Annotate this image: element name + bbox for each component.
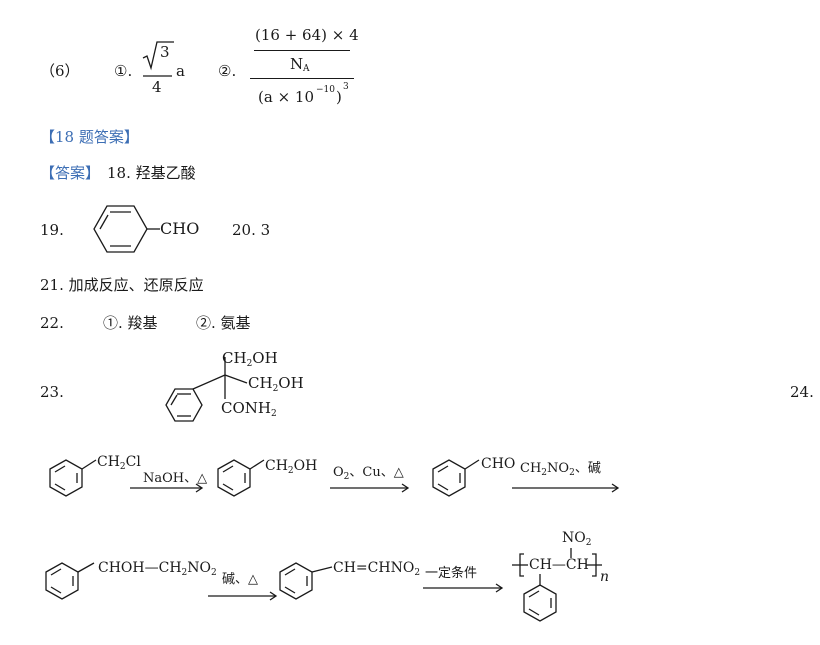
route2-chohch2no2: CHOH—CH2NO2 <box>98 560 217 578</box>
polymer-n: n <box>600 569 610 585</box>
q22-num: 22. <box>40 314 64 332</box>
route1-ch2cl: CH2Cl <box>97 454 141 472</box>
q19-cho: CHO <box>160 219 200 238</box>
exponent-neg10: −10 <box>316 85 335 95</box>
q18-answer: 18. 羟基乙酸 <box>107 164 196 182</box>
fraction-bar-top <box>254 50 350 51</box>
q23-ch2oh-right: CH2OH <box>248 374 304 394</box>
fraction-denominator-4: 4 <box>152 78 162 96</box>
q18-header: 【18 题答案】 <box>40 128 139 146</box>
route1-reagent3: CH2NO2、碱 <box>520 461 601 478</box>
q19-label: 19. <box>40 221 64 239</box>
q23-conh2: CONH2 <box>221 399 277 419</box>
avogadro-sub-A: A <box>303 64 310 74</box>
route2-chchno2: CH=CHNO2 <box>333 560 421 578</box>
answer-tag: 【答案】 <box>40 164 101 182</box>
benzaldehyde-structure <box>93 205 160 253</box>
route1-structures <box>49 459 620 497</box>
q22-answer1: ①. 羧基 <box>103 314 158 332</box>
sqrt-fraction <box>142 41 174 77</box>
q23-ch2oh-top: CH2OH <box>222 349 278 369</box>
denominator-close: ) <box>336 88 342 106</box>
denominator-base: (a × 10 <box>258 88 314 106</box>
q24-num: 24. <box>790 383 814 401</box>
q21-answer: 21. 加成反应、还原反应 <box>40 276 204 294</box>
exponent-3: 3 <box>343 82 349 92</box>
q23-structure-bonds <box>165 357 248 422</box>
route2-reagent5: 一定条件 <box>425 566 478 581</box>
q23-num: 23. <box>40 383 64 401</box>
polymer-chain: CH—CH <box>529 557 589 573</box>
q6-label: （6） <box>40 62 80 80</box>
route2-reagent4: 碱、△ <box>222 572 258 587</box>
fraction-bar-main <box>250 78 354 79</box>
q22-answer2: ②. 氨基 <box>196 314 251 332</box>
route1-reagent1: NaOH、△ <box>143 471 208 486</box>
sqrt-radicand: 3 <box>160 43 170 61</box>
polymer-no2: NO2 <box>562 530 592 548</box>
q6-part1-marker: ①. <box>114 62 133 80</box>
route1-cho: CHO <box>481 456 516 472</box>
variable-a: a <box>176 62 185 80</box>
route1-ch2oh: CH2OH <box>265 458 318 476</box>
route1-reagent2: O2、Cu、△ <box>333 465 404 482</box>
numerator: (16 + 64) × 4 <box>255 26 359 44</box>
route2-structures <box>45 548 602 622</box>
avogadro-N: N <box>290 55 304 73</box>
q20-answer: 20. 3 <box>232 221 271 239</box>
q6-part2-marker: ②. <box>218 62 237 80</box>
